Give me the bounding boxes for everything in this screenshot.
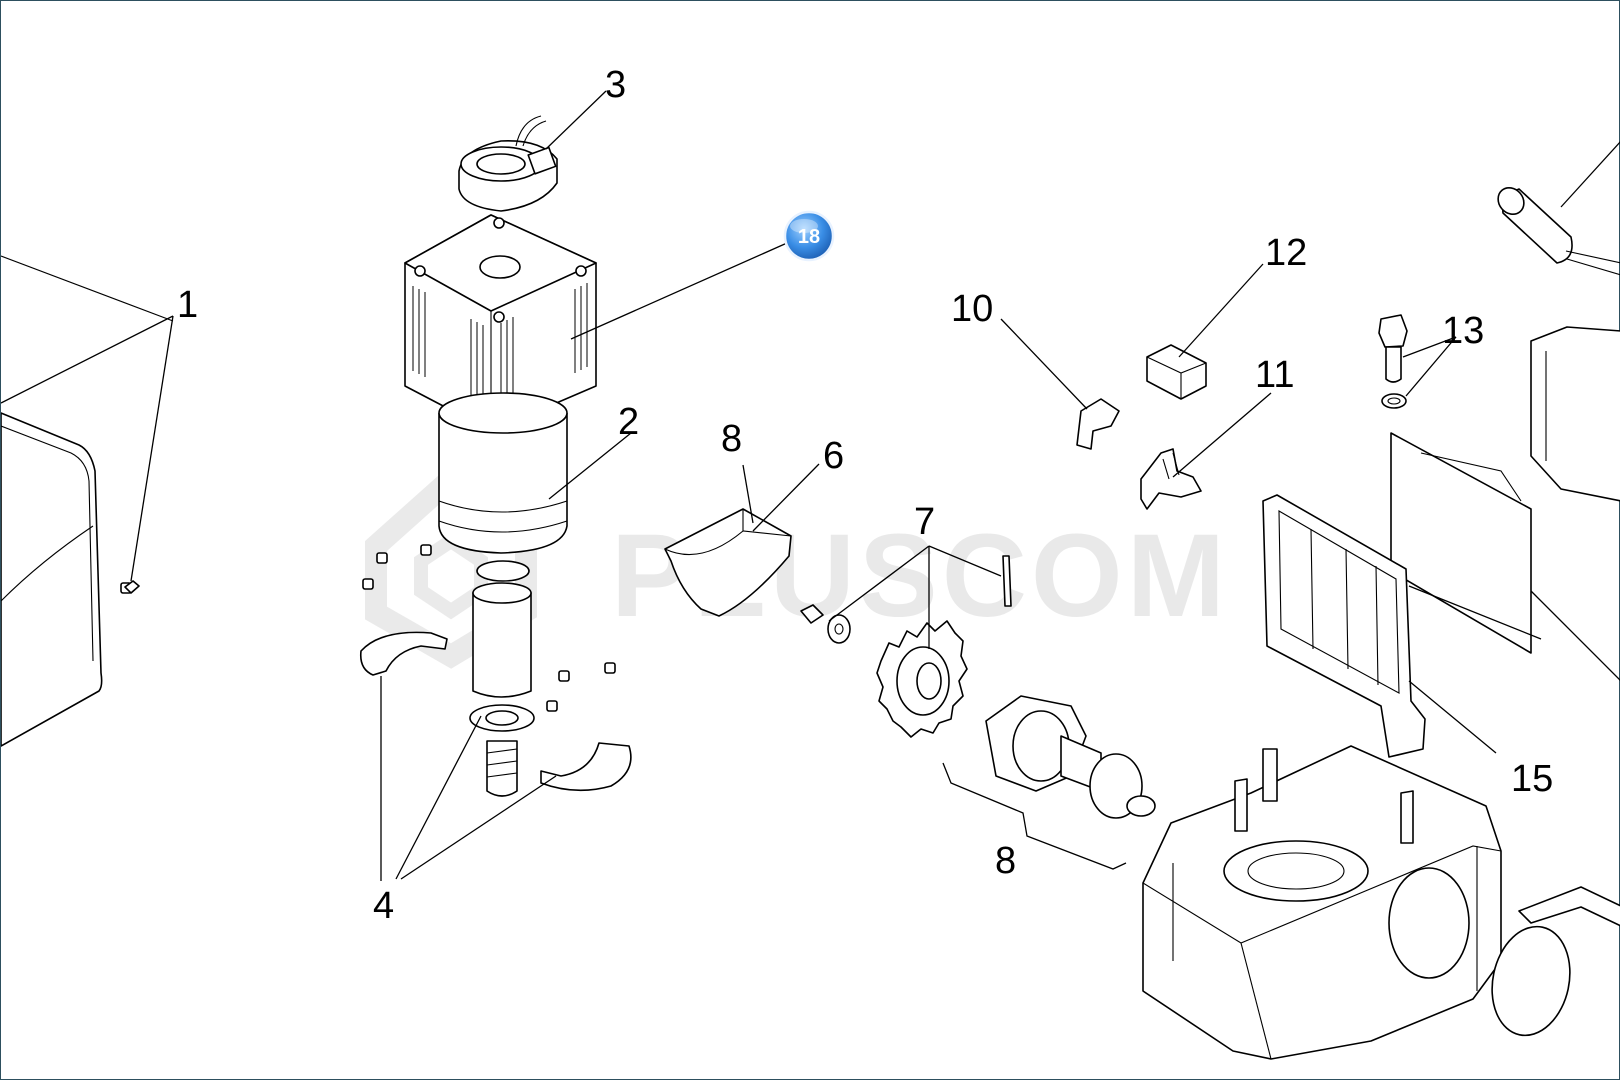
callout-8-shaft: 8 bbox=[995, 840, 1016, 882]
part-terminal-10 bbox=[1076, 398, 1120, 450]
part-gear-assembly bbox=[800, 555, 1012, 738]
callout-13: 13 bbox=[1442, 310, 1484, 352]
callout-4: 4 bbox=[373, 885, 394, 927]
callout-badge-18[interactable]: 18 bbox=[783, 210, 835, 262]
callout-12: 12 bbox=[1265, 232, 1307, 274]
cooling-fins bbox=[412, 283, 588, 417]
part-cover bbox=[1, 255, 174, 747]
badge-number: 18 bbox=[798, 226, 820, 248]
part-terminal-11 bbox=[1140, 448, 1202, 510]
callout-3: 3 bbox=[605, 64, 626, 106]
part-output-shaft bbox=[942, 695, 1156, 870]
part-gearbox-base bbox=[1142, 745, 1502, 1060]
callout-10: 10 bbox=[951, 288, 993, 330]
callout-15: 15 bbox=[1511, 758, 1553, 800]
gear-icon bbox=[876, 620, 968, 738]
part-motor-housing bbox=[404, 214, 597, 432]
part-bracket bbox=[1518, 886, 1620, 927]
leader-lines bbox=[1, 90, 1620, 881]
callout-2: 2 bbox=[618, 401, 639, 443]
part-bolt bbox=[1378, 314, 1408, 409]
part-clamps bbox=[359, 544, 632, 792]
part-capacitor bbox=[1497, 186, 1620, 276]
part-board-frame bbox=[1262, 494, 1426, 758]
part-encoder-ring bbox=[458, 115, 558, 212]
screw-icon bbox=[362, 544, 616, 712]
callout-1: 1 bbox=[177, 284, 198, 326]
callout-11: 11 bbox=[1255, 354, 1294, 396]
part-stator bbox=[438, 392, 568, 554]
part-o-ring bbox=[1491, 925, 1571, 1037]
screw-icon bbox=[120, 580, 140, 594]
part-shroud bbox=[664, 508, 792, 617]
callout-6: 6 bbox=[823, 435, 844, 477]
part-rotor bbox=[469, 560, 535, 797]
callout-7: 7 bbox=[914, 501, 935, 543]
part-circuit-board bbox=[1390, 432, 1532, 654]
callout-8-shroud: 8 bbox=[721, 418, 742, 460]
part-cover-box bbox=[1530, 326, 1620, 502]
part-block-12 bbox=[1146, 344, 1207, 400]
